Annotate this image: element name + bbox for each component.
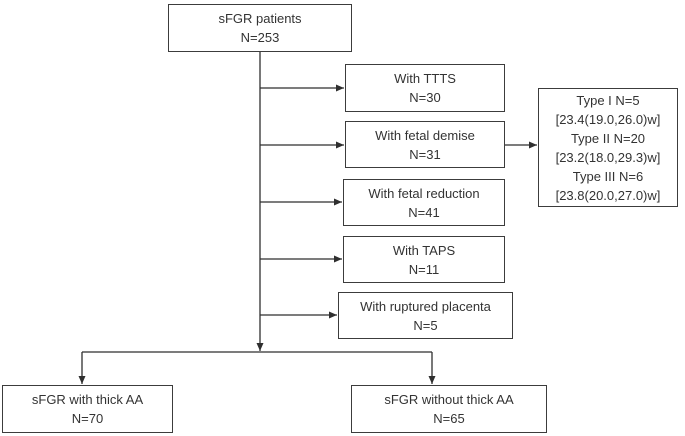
node-with-ttts: With TTTS N=30 (345, 64, 505, 112)
node-sfgr-with-thick-aa: sFGR with thick AA N=70 (2, 385, 173, 433)
node-label: With fetal demise (375, 127, 475, 143)
type-i-range-line: [23.4(19.0,26.0)w] (555, 111, 661, 127)
node-with-fetal-reduction: With fetal reduction N=41 (343, 179, 505, 226)
node-sfgr-without-thick-aa: sFGR without thick AA N=65 (351, 385, 547, 433)
node-label: sFGR with thick AA (31, 392, 144, 407)
node-count: N=253 (240, 30, 280, 45)
node-with-taps: With TAPS N=11 (343, 236, 505, 283)
node-label: sFGR patients (218, 11, 302, 26)
node-label: With fetal reduction (368, 185, 480, 201)
node-sfgr-patients: sFGR patients N=253 (168, 4, 352, 52)
node-count: N=70 (71, 411, 104, 426)
type-ii-line: Type II N=20 (570, 130, 646, 146)
node-label: sFGR without thick AA (384, 392, 514, 407)
node-count: N=41 (408, 204, 440, 220)
type-iii-line: Type III N=6 (572, 168, 644, 184)
node-count: N=30 (409, 90, 441, 105)
node-with-fetal-demise: With fetal demise N=31 (345, 121, 505, 168)
node-count: N=31 (409, 146, 441, 162)
type-iii-range-line: [23.8(20.0,27.0)w] (555, 187, 661, 203)
node-demise-type-detail: Type I N=5 [23.4(19.0,26.0)w] Type II N=… (538, 88, 678, 207)
node-count: N=5 (413, 317, 438, 333)
type-ii-range-line: [23.2(18.0,29.3)w] (555, 149, 661, 165)
node-count: N=11 (408, 261, 440, 277)
node-label: With TTTS (394, 71, 456, 86)
node-label: With TAPS (392, 242, 456, 258)
node-count: N=65 (433, 411, 465, 426)
node-label: With ruptured placenta (360, 298, 491, 314)
node-with-ruptured-placenta: With ruptured placenta N=5 (338, 292, 513, 339)
type-i-line: Type I N=5 (576, 92, 640, 108)
